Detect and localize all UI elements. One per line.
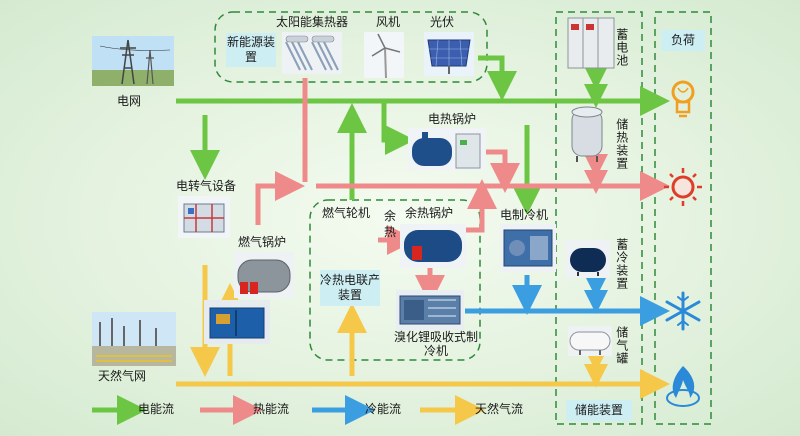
flame-icon	[666, 366, 700, 407]
natural-gas-grid-image	[92, 312, 176, 366]
legend-heat-label: 热能流	[253, 402, 290, 416]
gas-turbine-label: 燃气轮机	[322, 206, 371, 220]
gas-boiler-image	[234, 252, 294, 298]
eboiler-to-heat-bus	[485, 149, 520, 193]
whboiler-to-heat-bus	[465, 179, 497, 233]
cchp-group-label: 冷热电联产装置	[320, 270, 380, 306]
natural-gas-grid-label: 天然气网	[98, 369, 147, 383]
gas-storage-label: 储气罐	[614, 326, 629, 365]
grid-label: 电网	[117, 94, 142, 108]
waste-heat-boiler-label: 余热锅炉	[405, 206, 454, 220]
storage-group-box	[555, 11, 643, 425]
solar-collector-label: 太阳能集热器	[276, 15, 349, 29]
waste-heat-label: 余热	[384, 209, 397, 239]
p2g-device-image	[178, 196, 230, 238]
gasboiler-to-heat-bus	[255, 171, 305, 225]
battery-image	[567, 17, 615, 69]
bus-to-eboiler-electric	[381, 101, 415, 155]
lightbulb-icon	[671, 80, 695, 118]
gas-storage-image	[568, 326, 612, 356]
electric-chiller-image	[500, 224, 556, 272]
cold-storage-label: 蓄冷装置	[614, 238, 629, 290]
load-group-box	[654, 11, 712, 425]
waste-heat-boiler-image	[400, 224, 466, 268]
wind-label: 风机	[376, 15, 401, 29]
heat-storage-image	[571, 106, 603, 162]
legend-electric-label: 电能流	[138, 402, 175, 416]
solar-collector-image	[282, 32, 342, 74]
absorption-chiller-image	[396, 290, 464, 330]
legend-gas-label: 天然气流	[475, 402, 524, 416]
battery-label: 蓄电池	[614, 28, 629, 67]
absorption-chiller-label: 溴化锂吸收式制冷机	[394, 330, 479, 358]
electric-boiler-image	[408, 128, 486, 170]
pv-label: 光伏	[430, 15, 455, 29]
sun-icon	[664, 168, 702, 206]
pv-panel-image	[424, 32, 474, 76]
snowflake-icon	[665, 291, 701, 331]
cold-storage-image	[566, 240, 610, 278]
renewable-group-box	[214, 11, 488, 83]
p2g-label: 电转气设备	[176, 179, 237, 193]
legend-cold-label: 冷能流	[365, 402, 402, 416]
chp-generator-image	[204, 300, 270, 344]
storage-group-label: 储能装置	[566, 400, 632, 421]
gas-boiler-label: 燃气锅炉	[238, 235, 287, 249]
wind-turbine-image	[364, 32, 404, 79]
heat-storage-label: 储热装置	[614, 118, 629, 170]
renewable-group-label: 新能源装置	[226, 33, 276, 67]
renewable-to-grid-electric	[478, 55, 517, 101]
power-grid-image	[92, 36, 174, 86]
electric-boiler-label: 电热锅炉	[428, 112, 477, 126]
cchp-group-box	[309, 199, 481, 361]
load-group-label: 负荷	[661, 30, 705, 51]
electric-chiller-label: 电制冷机	[500, 208, 549, 222]
